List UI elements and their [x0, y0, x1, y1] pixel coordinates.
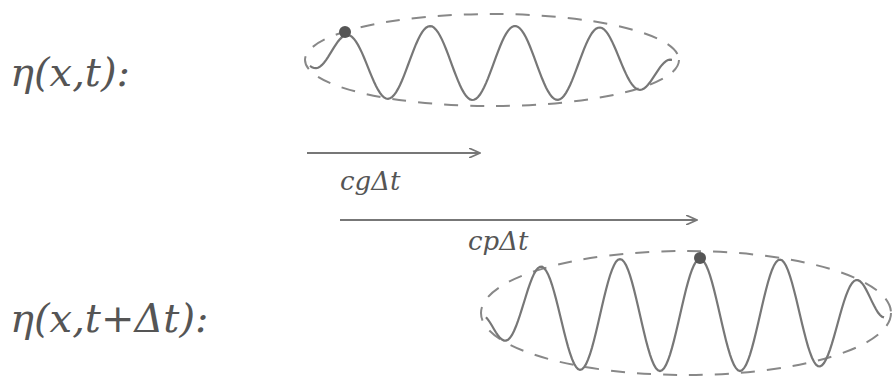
distance-label: cgΔt	[340, 168, 400, 194]
envelope	[305, 14, 679, 106]
wave-label: η(x,t+Δt):	[10, 298, 208, 338]
wave	[310, 26, 672, 100]
group-arrow	[307, 152, 480, 154]
wave	[486, 259, 884, 371]
envelope	[481, 251, 891, 375]
phase-arrow	[340, 219, 697, 221]
phase-dot	[339, 26, 351, 38]
phase-dot	[694, 252, 706, 264]
distance-label: cpΔt	[468, 228, 528, 254]
wave-label: η(x,t):	[10, 52, 130, 92]
